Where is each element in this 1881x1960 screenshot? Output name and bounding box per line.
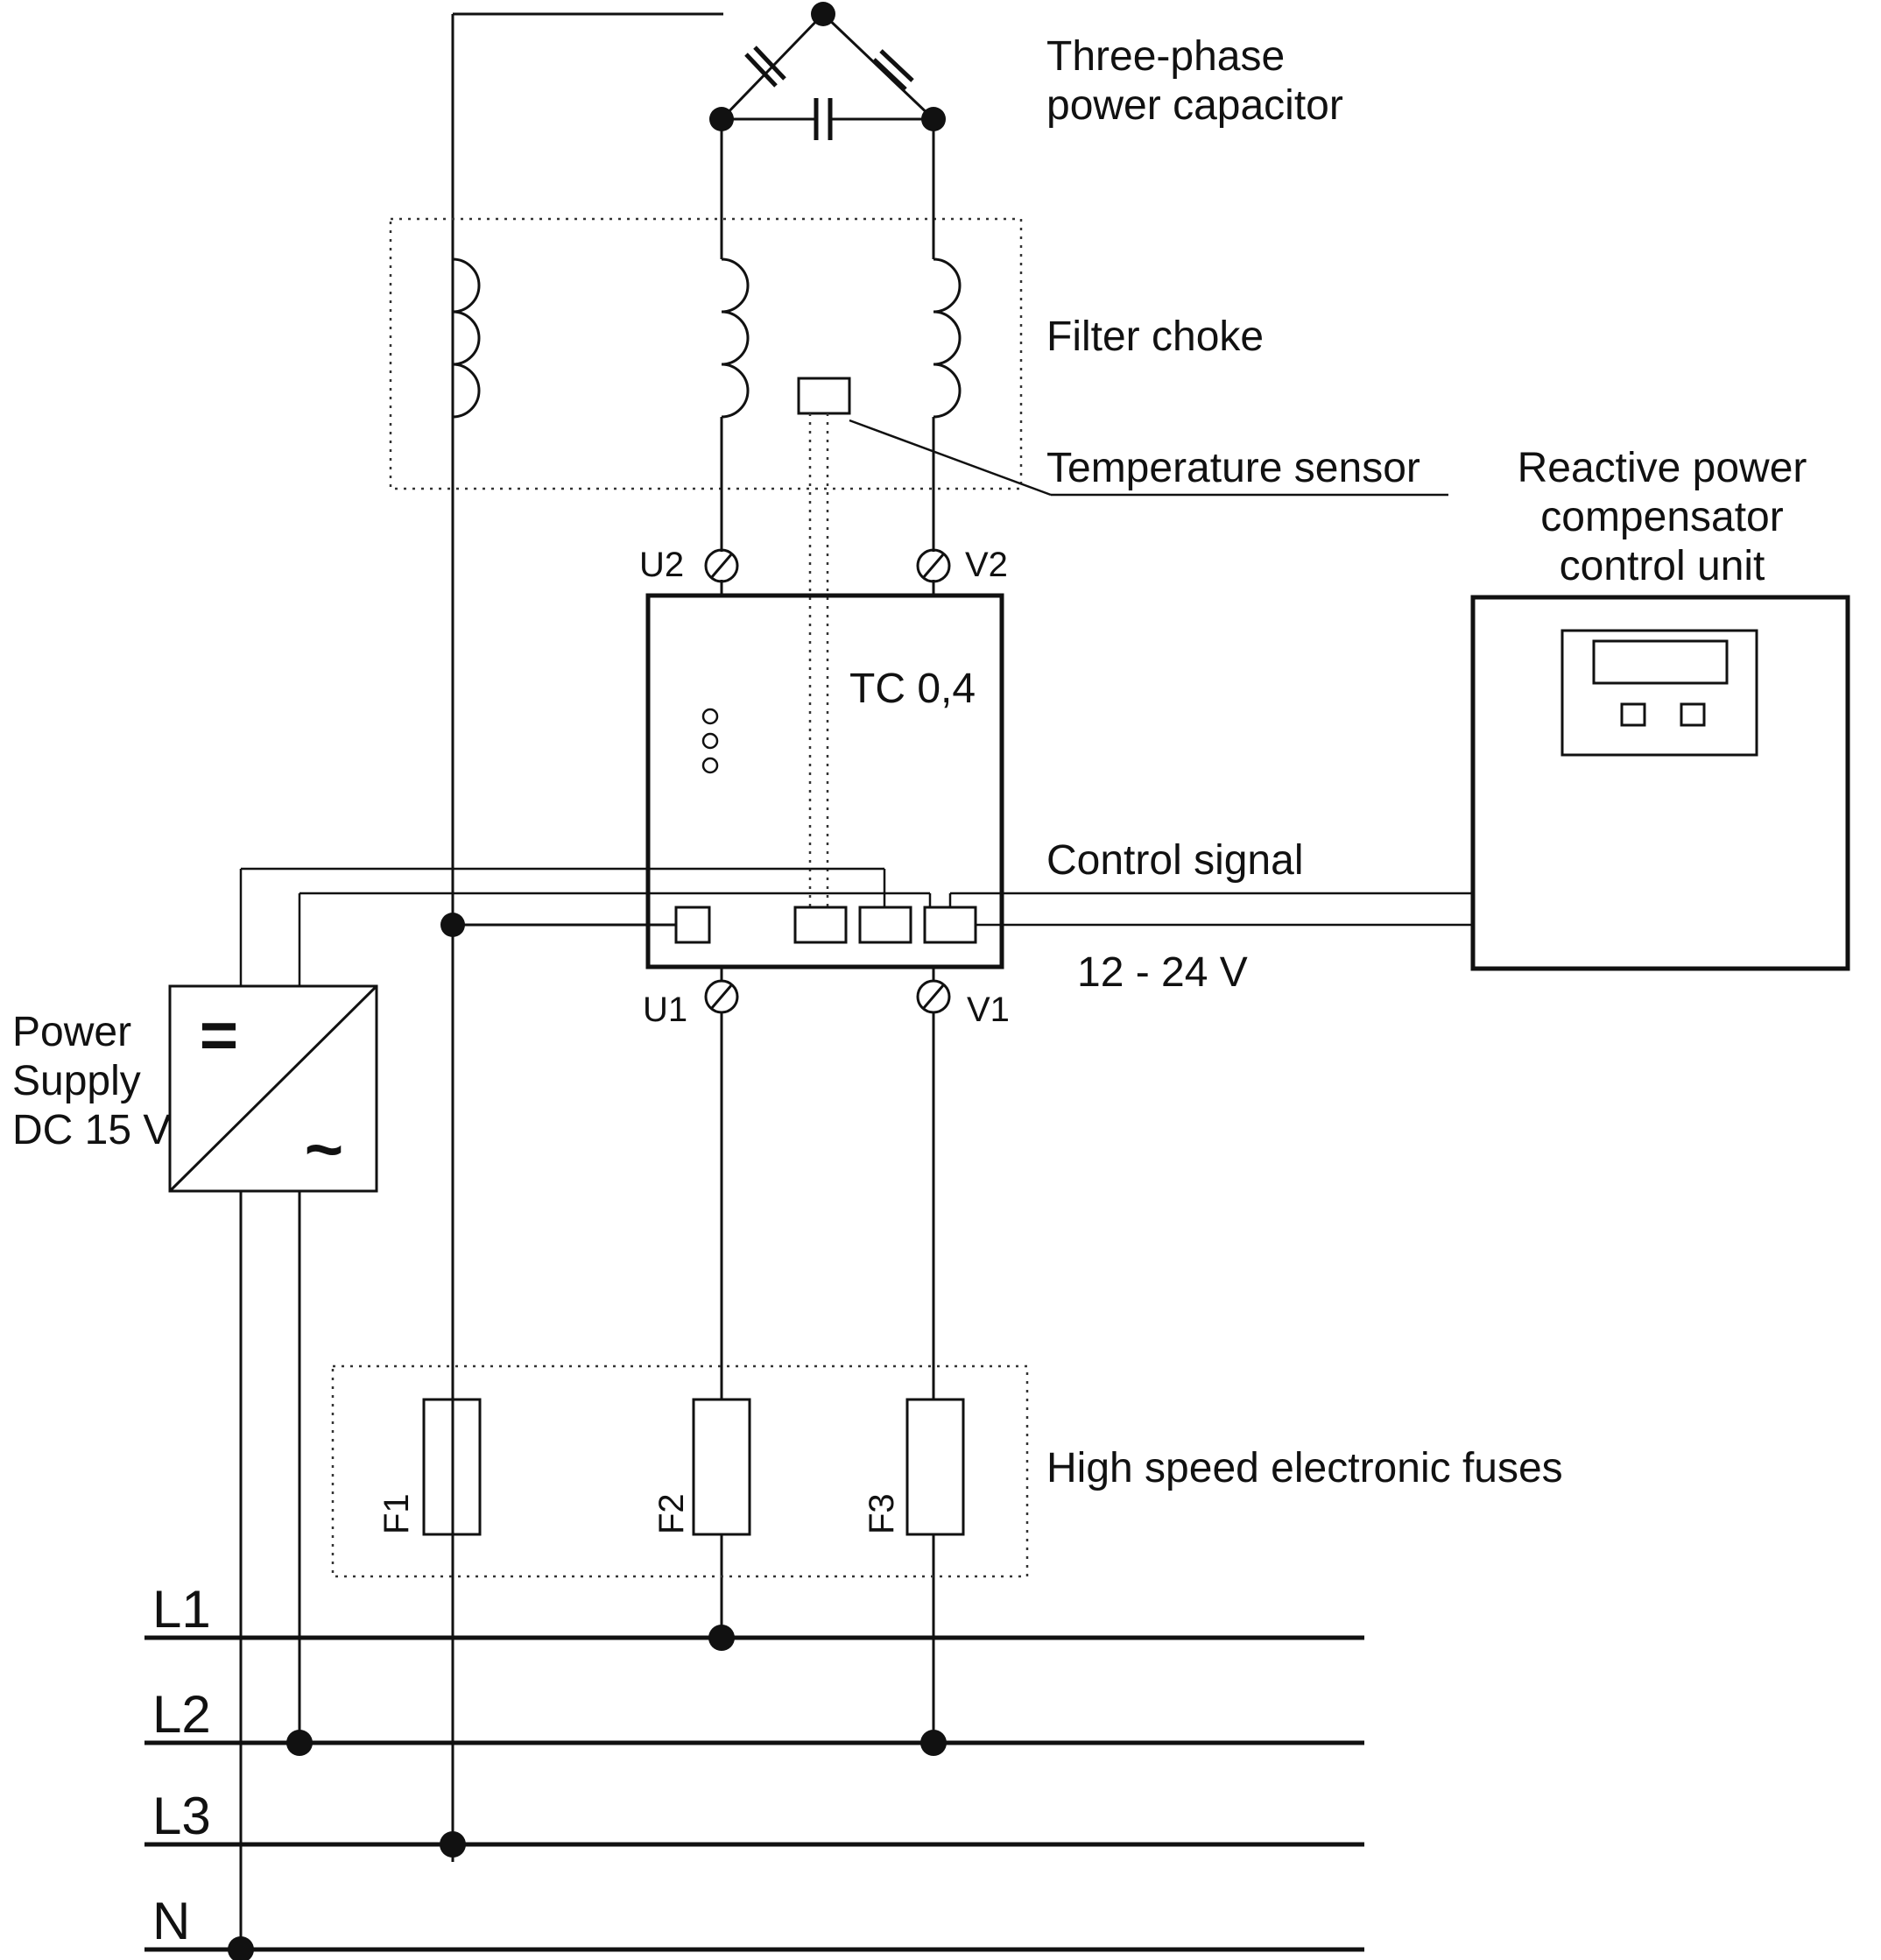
controller-label-line2: compensator [1540,494,1783,540]
bus-n-label: N [152,1892,190,1950]
fuse-f3 [905,1398,965,1536]
module-terminal-power [674,906,711,944]
controller-button-right [1680,702,1706,727]
capacitor-label-line1: Three-phase [1046,33,1285,80]
terminal-v2 [916,548,951,597]
control-signal-label: Control signal [1046,837,1303,884]
temperature-sensor [797,377,1448,907]
controller-label-line1: Reactive power [1518,445,1807,491]
filter-choke-label: Filter choke [1046,314,1264,360]
controller-button-left [1620,702,1646,727]
tc-module [645,593,1004,969]
terminal-u2-label: U2 [639,546,684,584]
ac-symbol: ~ [305,1112,343,1187]
fuse-f1 [422,1398,482,1536]
psu-label-line1: Power [12,1009,131,1055]
fuse-f1-label: F1 [377,1493,416,1534]
module-terminal-dc [858,906,912,944]
phase-wires [720,1012,935,1743]
capacitor-label-line2: power capacitor [1046,82,1343,129]
terminal-v1-label: V1 [967,991,1010,1029]
three-phase-capacitor [451,2,946,259]
terminal-u1 [704,967,739,1014]
dc-supply-wires [239,867,932,986]
terminal-v2-label: V2 [965,546,1008,584]
led-indicator [701,732,719,750]
bus-l2-label: L2 [152,1685,211,1744]
module-label: TC 0,4 [849,666,976,712]
fuse-f3-label: F3 [863,1493,901,1534]
psu-label-line2: Supply [12,1058,141,1104]
fuse-f2 [692,1398,751,1536]
controller-unit [1470,595,1850,971]
led-indicator [701,757,719,774]
psu-label-line3: DC 15 V [12,1107,171,1153]
terminal-u1-label: U1 [643,991,687,1029]
led-indicator [701,708,719,725]
filter-choke-coils [451,119,962,1862]
fuse-group-box [331,1364,1029,1578]
voltage-range-label: 12 - 24 V [1077,949,1248,996]
dc-symbol: = [200,998,238,1073]
module-terminal-sensor [793,906,848,944]
control-signal-wires [948,892,1473,927]
bus-l1-label: L1 [152,1580,211,1639]
bus-lines [144,1625,1364,1960]
terminal-u2 [704,548,739,597]
controller-label-line3: control unit [1560,543,1765,589]
filter-choke-box [389,217,1023,490]
terminal-v1 [916,967,951,1014]
power-supply [168,984,378,1949]
fuses-label: High speed electronic fuses [1046,1445,1563,1491]
bus-l3-label: L3 [152,1787,211,1845]
module-terminal-signal [923,906,977,944]
temperature-sensor-label: Temperature sensor [1046,445,1420,491]
controller-panel [1560,629,1758,757]
fuse-f2-label: F2 [652,1493,691,1534]
controller-display [1592,639,1729,685]
